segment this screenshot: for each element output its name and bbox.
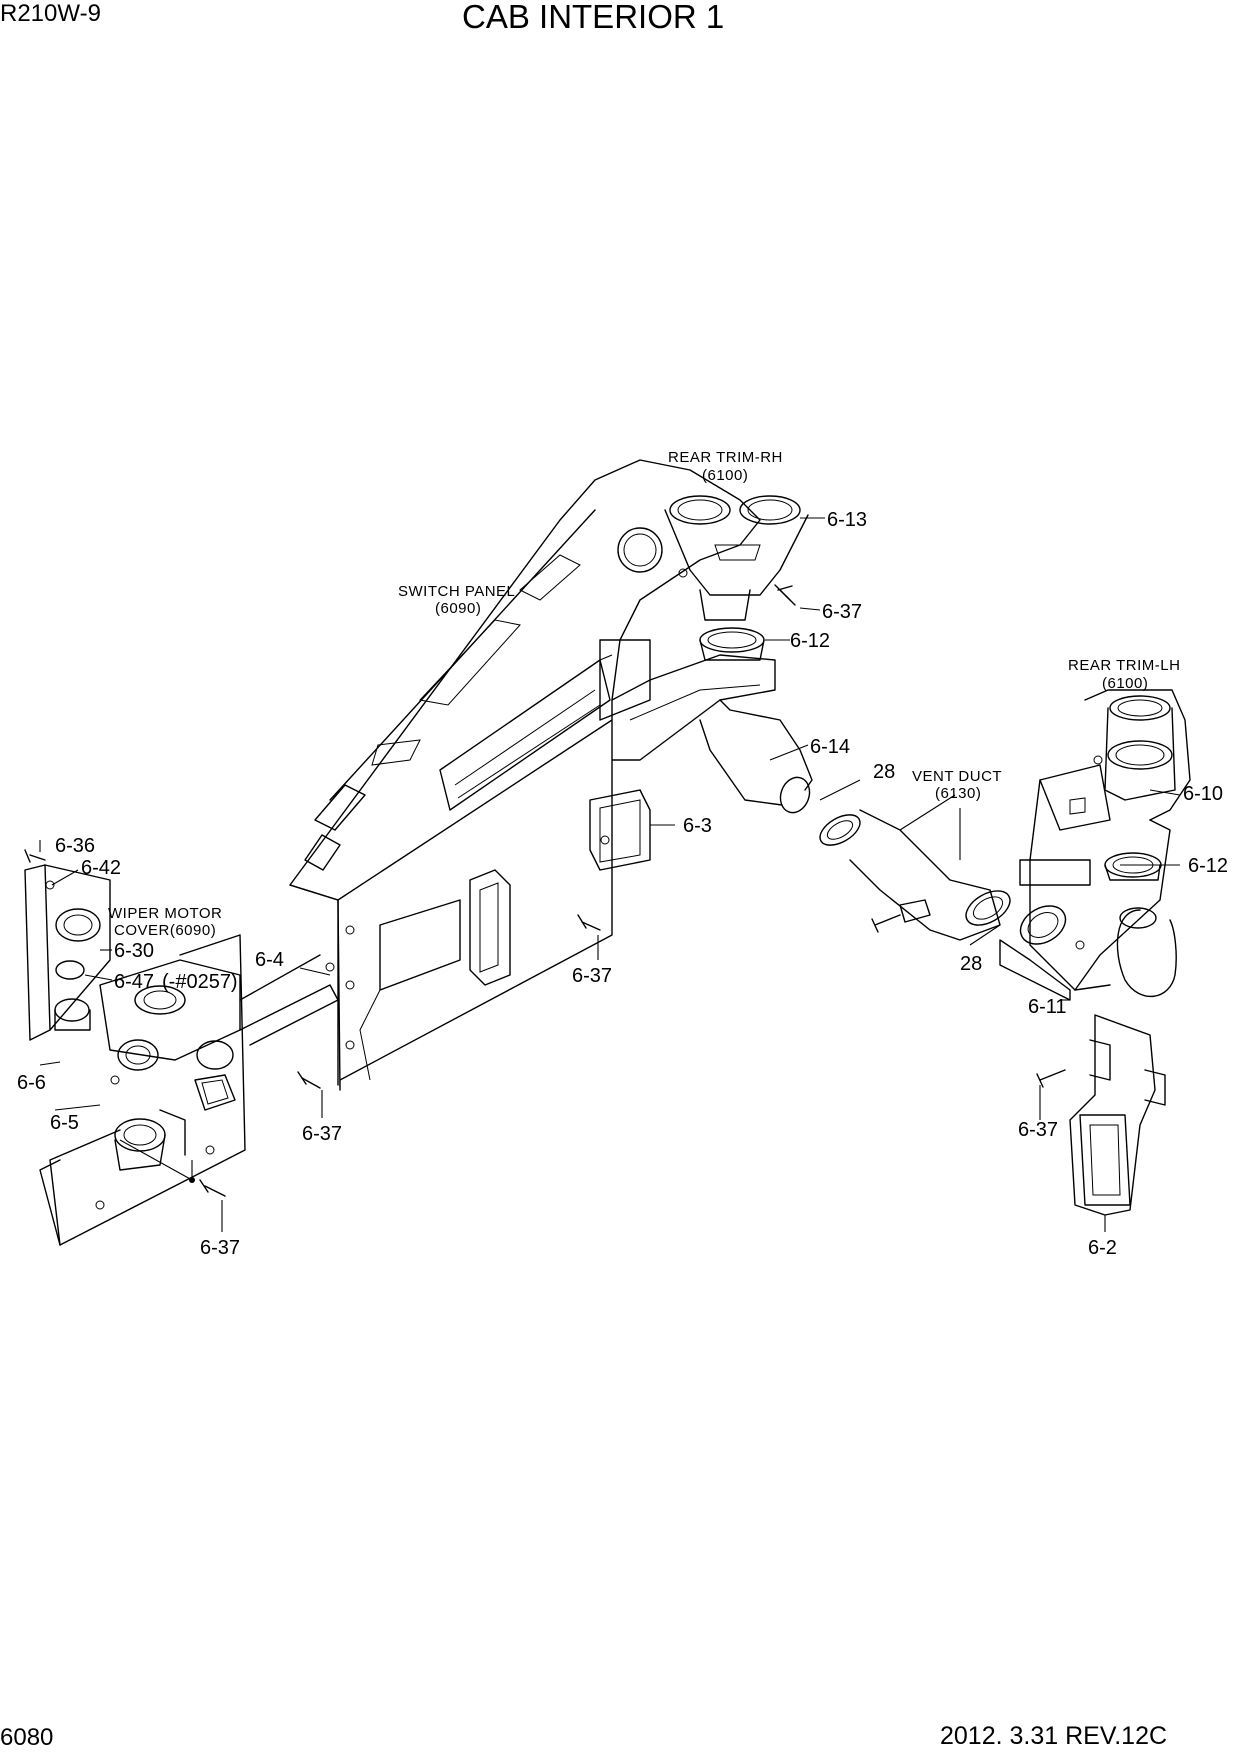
callout-6-42: 6-42 <box>81 857 121 879</box>
callout-6-5: 6-5 <box>50 1112 79 1134</box>
note-rear-trim-lh: REAR TRIM-LH <box>1068 657 1180 674</box>
note-vent-duct-ref: (6130) <box>935 785 981 802</box>
callout-6-11: 6-11 <box>1028 996 1067 1018</box>
callout-28-bottom: 28 <box>960 953 982 975</box>
callout-28-top: 28 <box>873 761 895 783</box>
note-switch-panel: SWITCH PANEL <box>398 583 515 600</box>
rear-trim-lh-part <box>999 689 1191 1001</box>
callout-6-37-bottom: 6-37 <box>200 1237 240 1259</box>
rear-trim-rh-duct <box>611 495 813 814</box>
callout-6-3: 6-3 <box>683 815 712 837</box>
duct-piece-6-2 <box>1069 1014 1166 1216</box>
note-rear-trim-lh-ref: (6100) <box>1102 675 1148 692</box>
page-number: 6080 <box>0 1724 54 1751</box>
callout-6-47: 6-47 <box>114 971 154 993</box>
duct-piece-6-3 <box>589 789 651 871</box>
vertical-grille <box>469 869 511 986</box>
callout-6-2: 6-2 <box>1088 1237 1117 1259</box>
note-switch-panel-ref: (6090) <box>435 600 481 617</box>
page-title: CAB INTERIOR 1 <box>462 0 725 35</box>
callout-6-4: 6-4 <box>255 949 284 971</box>
callout-6-12-right: 6-12 <box>1188 855 1228 877</box>
note-rear-trim-rh: REAR TRIM-RH <box>668 449 783 466</box>
screws <box>24 584 1066 1197</box>
model-number: R210W-9 <box>0 0 101 27</box>
note-vent-duct: VENT DUCT <box>912 768 1002 785</box>
note-rear-trim-rh-ref: (6100) <box>702 467 748 484</box>
revision-date: 2012. 3.31 REV.12C <box>940 1722 1168 1750</box>
callout-6-37-left: 6-37 <box>302 1123 342 1145</box>
callout-6-36: 6-36 <box>55 835 95 857</box>
callout-6-13: 6-13 <box>827 509 867 531</box>
switch-panel-part <box>289 459 761 1091</box>
callout-6-47-note: (-#0257) <box>162 971 238 993</box>
callout-6-37-center: 6-37 <box>572 965 612 987</box>
callout-6-12-top: 6-12 <box>790 630 830 652</box>
callout-6-10: 6-10 <box>1183 783 1223 805</box>
callout-6-6: 6-6 <box>17 1072 46 1094</box>
callout-6-30: 6-30 <box>114 940 154 962</box>
callout-6-14: 6-14 <box>810 736 850 758</box>
callout-6-37-top: 6-37 <box>822 601 862 623</box>
note-wiper-motor: WIPER MOTOR <box>108 905 222 922</box>
leader-lines <box>39 517 1181 1232</box>
callout-6-37-right: 6-37 <box>1018 1119 1058 1141</box>
wiper-motor-cover-part <box>24 864 339 1246</box>
note-wiper-cover: COVER(6090) <box>114 922 216 939</box>
